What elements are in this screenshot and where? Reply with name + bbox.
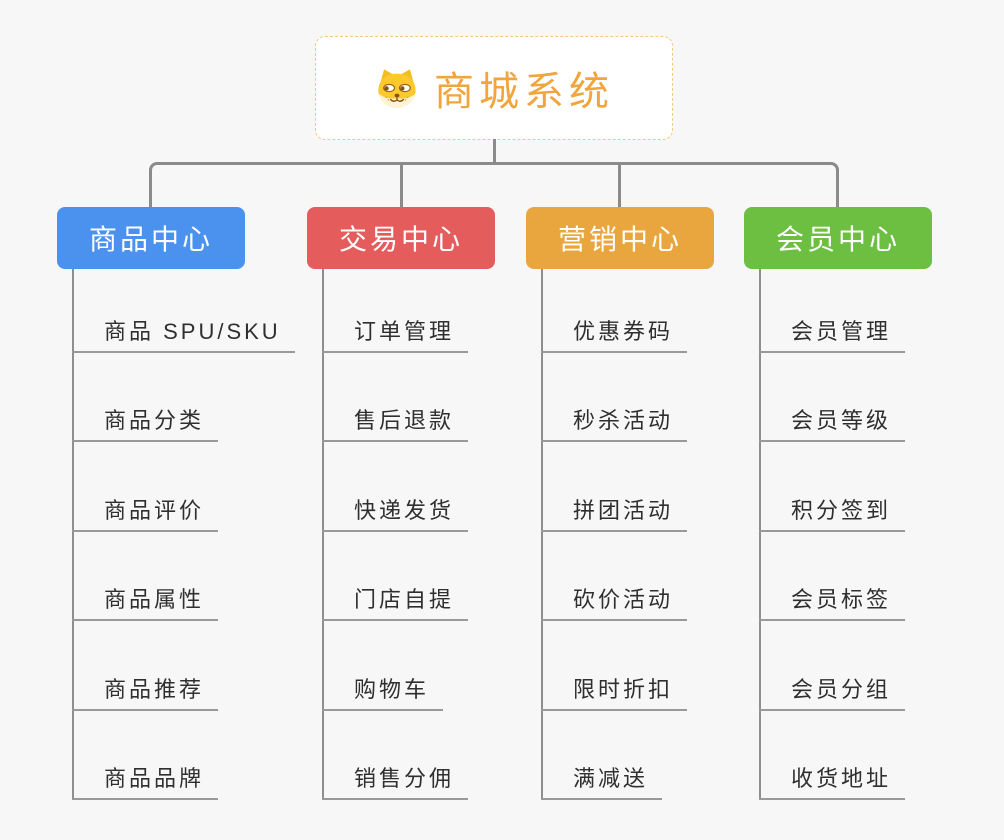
child-node[interactable]: 会员分组	[759, 651, 906, 711]
child-node[interactable]: 商品分类	[72, 382, 219, 442]
connector-elbow-left	[149, 162, 494, 209]
connector-root-stub	[493, 139, 496, 164]
child-node[interactable]: 收货地址	[759, 740, 906, 800]
branch-spine	[322, 269, 324, 800]
child-node[interactable]: 商品 SPU/SKU	[72, 293, 295, 353]
connector-elbow-right	[494, 162, 839, 209]
branch-column-products: 商品中心 商品 SPU/SKU 商品分类 商品评价 商品属性 商品推荐 商品品牌	[57, 207, 317, 827]
connector-drop-3	[618, 162, 621, 209]
root-title: 商城系统	[434, 70, 614, 114]
child-node[interactable]: 订单管理	[322, 293, 469, 353]
child-node[interactable]: 快递发货	[322, 472, 469, 532]
branch-spine	[541, 269, 543, 800]
branch-spine	[759, 269, 761, 800]
child-node[interactable]: 商品推荐	[72, 651, 219, 711]
branch-spine	[72, 269, 74, 800]
child-node[interactable]: 商品品牌	[72, 740, 219, 800]
child-node[interactable]: 砍价活动	[541, 561, 688, 621]
child-node[interactable]: 拼团活动	[541, 472, 688, 532]
child-node[interactable]: 会员等级	[759, 382, 906, 442]
child-node[interactable]: 门店自提	[322, 561, 469, 621]
child-node[interactable]: 秒杀活动	[541, 382, 688, 442]
branch-column-marketing: 营销中心 优惠券码 秒杀活动 拼团活动 砍价活动 限时折扣 满减送	[526, 207, 786, 827]
child-node[interactable]: 售后退款	[322, 382, 469, 442]
branch-node-products[interactable]: 商品中心	[57, 207, 245, 269]
branch-column-members: 会员中心 会员管理 会员等级 积分签到 会员标签 会员分组 收货地址	[744, 207, 1004, 827]
branch-node-members[interactable]: 会员中心	[744, 207, 932, 269]
child-node[interactable]: 销售分佣	[322, 740, 469, 800]
connector-drop-2	[400, 162, 403, 209]
child-node[interactable]: 商品属性	[72, 561, 219, 621]
child-node[interactable]: 积分签到	[759, 472, 906, 532]
child-node[interactable]: 会员标签	[759, 561, 906, 621]
child-node[interactable]: 商品评价	[72, 472, 219, 532]
branch-node-marketing[interactable]: 营销中心	[526, 207, 714, 269]
branch-column-trade: 交易中心 订单管理 售后退款 快递发货 门店自提 购物车 销售分佣	[307, 207, 567, 827]
child-node[interactable]: 满减送	[541, 740, 663, 800]
child-node[interactable]: 优惠券码	[541, 293, 688, 353]
child-node[interactable]: 购物车	[322, 651, 444, 711]
root-node[interactable]: 商城系统	[315, 36, 673, 140]
child-node[interactable]: 限时折扣	[541, 651, 688, 711]
child-node[interactable]: 会员管理	[759, 293, 906, 353]
branch-node-trade[interactable]: 交易中心	[307, 207, 495, 269]
dog-face-icon	[378, 69, 416, 109]
